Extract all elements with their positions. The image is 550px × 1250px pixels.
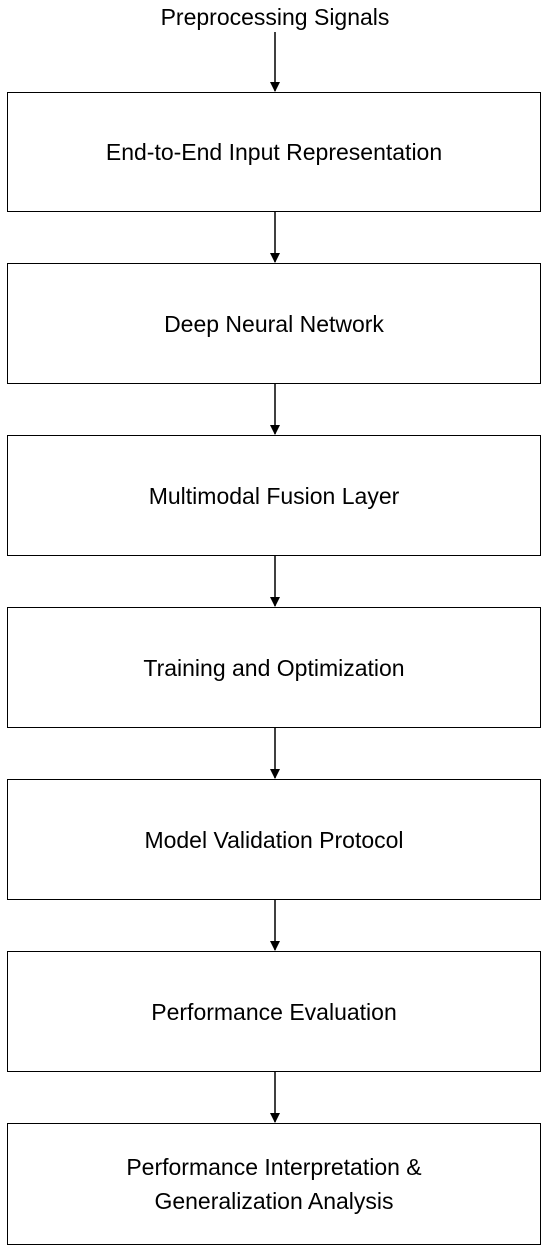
step-box-input-representation: End-to-End Input Representation (7, 92, 541, 212)
step-box-multimodal-fusion: Multimodal Fusion Layer (7, 435, 541, 556)
input-label: Preprocessing Signals (160, 4, 390, 30)
step-label: Deep Neural Network (164, 310, 384, 337)
step-box-deep-neural-network: Deep Neural Network (7, 263, 541, 384)
step-box-interpretation-generalization: Performance Interpretation & Generalizat… (7, 1123, 541, 1245)
step-label: Training and Optimization (143, 654, 405, 681)
step-box-performance-evaluation: Performance Evaluation (7, 951, 541, 1072)
step-box-model-validation: Model Validation Protocol (7, 779, 541, 900)
step-label: End-to-End Input Representation (105, 139, 443, 165)
step-label: Model Validation Protocol (144, 826, 404, 853)
step-box-training-optimization: Training and Optimization (7, 607, 541, 728)
step-label: Multimodal Fusion Layer (148, 482, 400, 509)
step-label: Performance Evaluation (151, 998, 397, 1025)
step-label: Performance Interpretation & Generalizat… (126, 1154, 422, 1214)
